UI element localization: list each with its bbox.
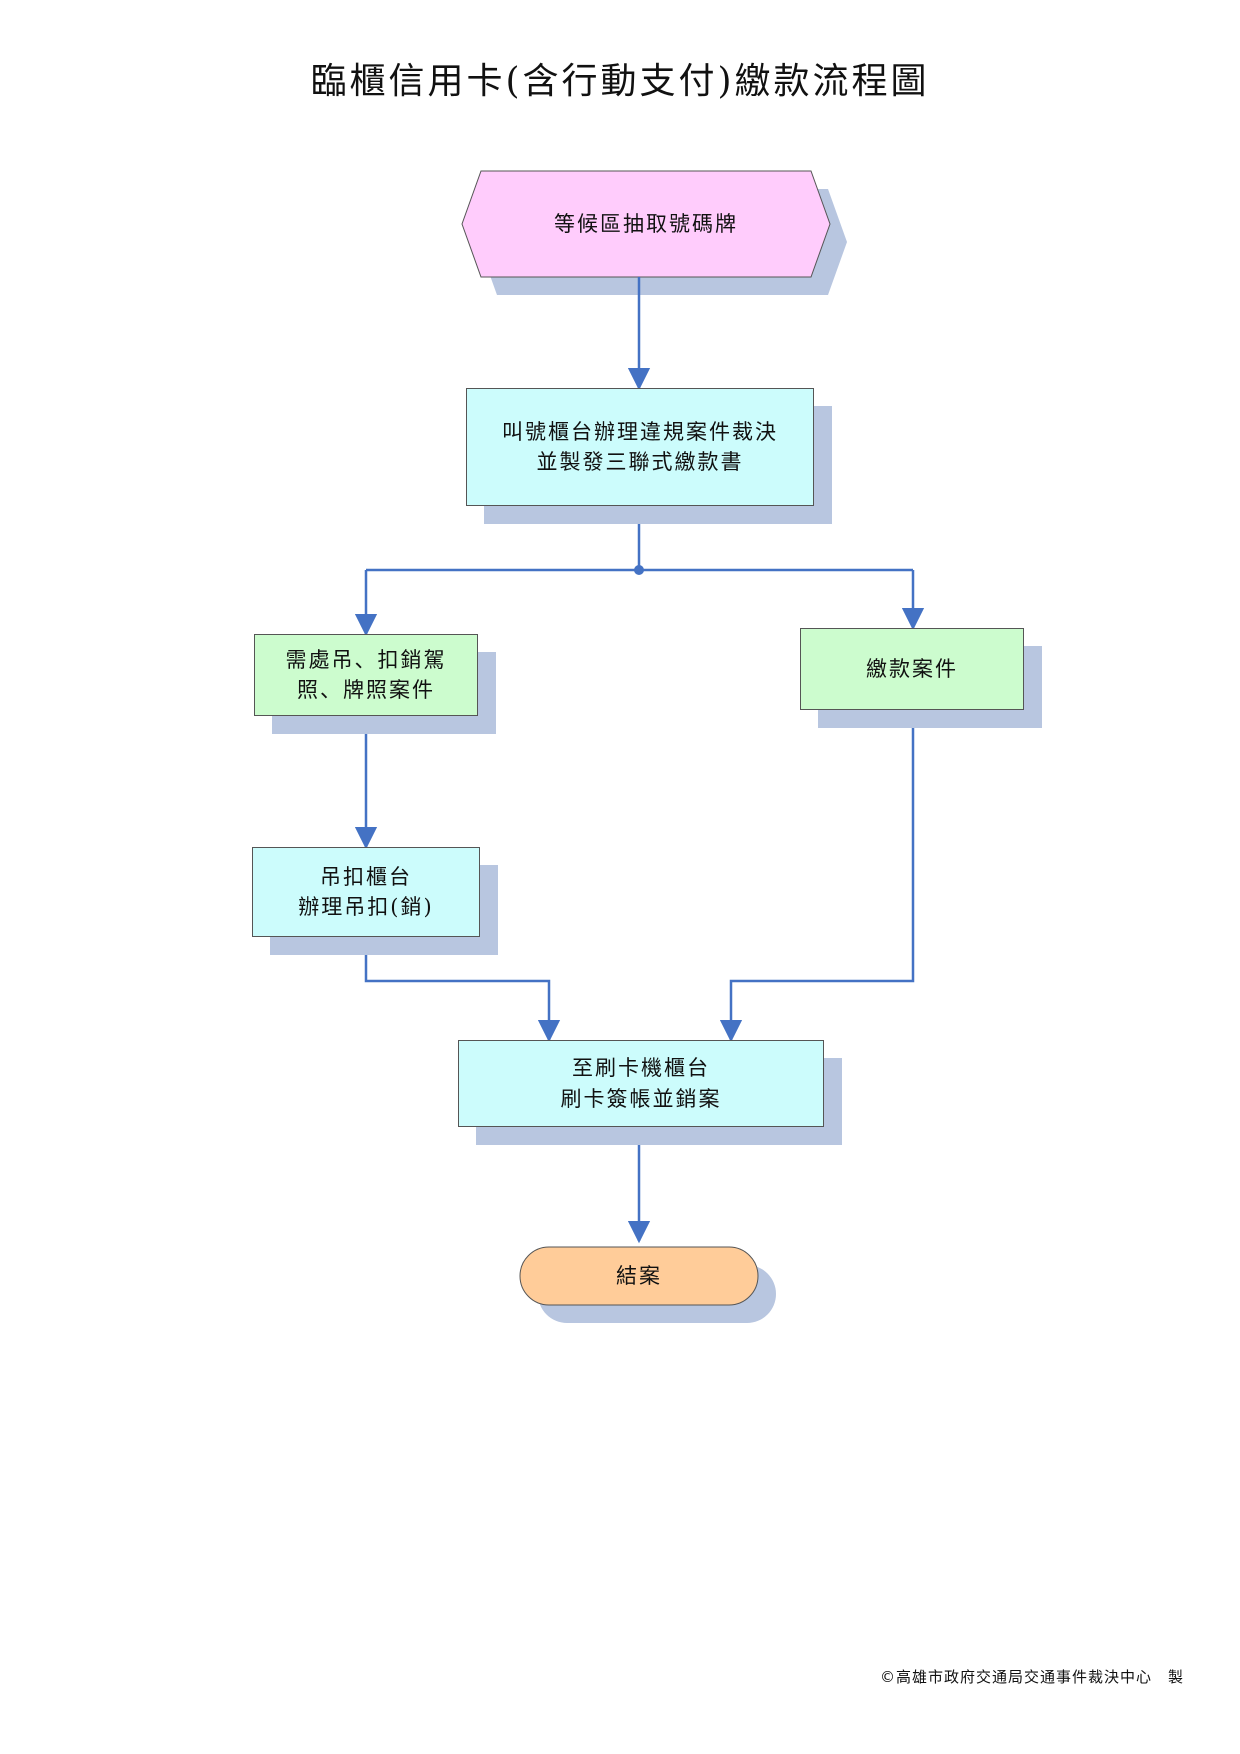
copyright-symbol: © xyxy=(880,1668,896,1686)
suspend-counter-node: 吊扣櫃台 辦理吊扣(銷) xyxy=(252,847,480,937)
card-counter-node: 至刷卡機櫃台 刷卡簽帳並銷案 xyxy=(458,1040,824,1127)
end-node-shape xyxy=(519,1246,759,1306)
start-node: 等候區抽取號碼牌 xyxy=(478,171,814,277)
counter-node-label: 叫號櫃台辦理違規案件裁決 並製發三聯式繳款書 xyxy=(502,419,778,474)
end-node-label: 結案 xyxy=(616,1263,662,1288)
connector-payment-to-card xyxy=(719,710,915,1043)
suspend-case-node: 需處吊、扣銷駕 照、牌照案件 xyxy=(254,634,478,716)
branch-junction-dot xyxy=(634,565,644,575)
start-node-shape xyxy=(461,170,831,278)
footer-maker: 高雄市政府交通局交通事件裁決中心 製 xyxy=(896,1668,1185,1686)
start-node-label: 等候區抽取號碼牌 xyxy=(554,211,738,236)
end-node: 結案 xyxy=(520,1247,758,1305)
suspend-counter-node-label: 吊扣櫃台 辦理吊扣(銷) xyxy=(298,864,434,919)
payment-case-node: 繳款案件 xyxy=(800,628,1024,710)
footer-credit: ©高雄市政府交通局交通事件裁決中心 製 xyxy=(880,1666,1184,1687)
suspend-case-node-label: 需處吊、扣銷駕 照、牌照案件 xyxy=(285,647,447,702)
payment-case-node-label: 繳款案件 xyxy=(866,656,958,681)
connector-suspend-counter-to-card xyxy=(364,937,561,1043)
card-counter-node-label: 至刷卡機櫃台 刷卡簽帳並銷案 xyxy=(560,1056,722,1111)
page-title: 臨櫃信用卡(含行動支付)繳款流程圖 xyxy=(310,61,930,102)
counter-node: 叫號櫃台辦理違規案件裁決 並製發三聯式繳款書 xyxy=(466,388,814,506)
